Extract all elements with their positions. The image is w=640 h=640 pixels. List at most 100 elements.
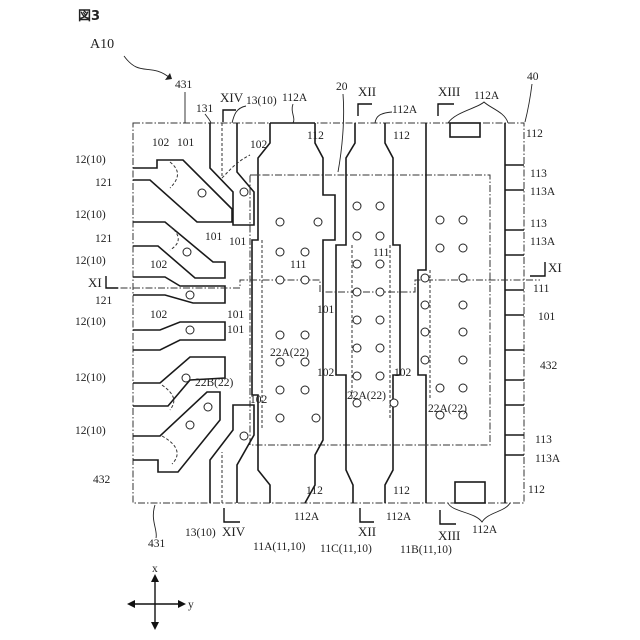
- assembly-label: A10: [90, 37, 114, 52]
- label-12-5: 12(10): [75, 372, 106, 384]
- section-arrow-xi-right: [530, 262, 545, 276]
- label-12-3: 12(10): [75, 255, 106, 267]
- leader-112A-b3: [448, 503, 510, 522]
- label-22A-3: 22A(22): [428, 403, 467, 415]
- leader-20: [338, 94, 344, 172]
- left-lead-1: [133, 160, 232, 222]
- section-arrow-xii-bottom: [360, 508, 374, 522]
- leader-112A-1: [292, 104, 294, 123]
- label-432-right: 432: [540, 360, 558, 372]
- section-arrow-xiii-bottom: [440, 510, 456, 524]
- bent-portion-102: [162, 436, 177, 464]
- label-121-1: 121: [95, 177, 113, 189]
- left-leads: [133, 160, 232, 472]
- label-131: 131: [196, 103, 214, 115]
- label-111-b: 111: [373, 247, 390, 259]
- lead-11C-right-edge: [385, 123, 400, 503]
- left-lead-4: [133, 322, 225, 350]
- lead-13-bottom: [210, 405, 254, 503]
- label-121-2: 121: [95, 233, 113, 245]
- label-113-3: 113: [535, 434, 552, 446]
- section-arrow-xiii-top: [438, 104, 454, 116]
- section-label-xii-bottom: XII: [358, 524, 376, 539]
- leader-13-top: [232, 106, 246, 123]
- lead-11A-left-edge: [252, 123, 270, 503]
- label-11C: 11C(11,10): [320, 543, 372, 555]
- label-102-b: 102: [150, 309, 168, 321]
- section-arrow-xii-top: [358, 104, 372, 116]
- label-432-left: 432: [93, 474, 111, 486]
- lead-11B-top-notch: [450, 123, 480, 137]
- label-12-2: 12(10): [75, 209, 106, 221]
- label-112A-b2: 112A: [386, 511, 412, 523]
- label-121-3: 121: [95, 295, 113, 307]
- section-arrow-xi-left: [106, 276, 118, 288]
- label-113-2: 113: [530, 218, 547, 230]
- label-112-11C-top: 112: [393, 130, 410, 142]
- label-102: 102: [152, 137, 170, 149]
- label-102-center-1: 102: [317, 367, 335, 379]
- axis-indicator: x y: [127, 563, 194, 630]
- label-101-d: 101: [227, 324, 245, 336]
- label-112A-b3: 112A: [472, 524, 498, 536]
- leader-131: [205, 114, 211, 123]
- via-hole: [240, 432, 248, 440]
- label-102-a: 102: [150, 259, 168, 271]
- section-label-xiv-bottom: XIV: [222, 524, 246, 539]
- axis-arrowheads: [127, 574, 186, 630]
- via-hole: [183, 248, 191, 256]
- axis-label-x: x: [152, 563, 158, 575]
- lead-11B: [418, 123, 524, 503]
- leader-40: [525, 84, 532, 122]
- label-102-center-2: 102: [394, 367, 412, 379]
- label-12-6: 12(10): [75, 425, 106, 437]
- bent-portion-102: [170, 226, 178, 250]
- figure-title: 図3: [78, 9, 100, 24]
- assembly-leader: [124, 56, 170, 78]
- label-101-a: 101: [205, 231, 223, 243]
- section-label-xi-right: XI: [548, 260, 562, 275]
- label-112-11A-top: 112: [307, 130, 324, 142]
- lead-11C: [336, 123, 400, 503]
- bent-portion-102: [222, 123, 250, 178]
- label-113-1: 113: [530, 168, 547, 180]
- label-101-center: 101: [317, 304, 335, 316]
- via-holes-22A: [276, 202, 467, 422]
- via-hole: [182, 374, 190, 382]
- label-22A-2: 22A(22): [347, 390, 386, 402]
- label-112-11C-bottom: 112: [393, 485, 410, 497]
- label-101-b: 101: [229, 236, 247, 248]
- leader-112A-3: [448, 102, 508, 123]
- lead-11B-notches: [505, 165, 524, 455]
- section-label-xiii-bottom: XIII: [438, 528, 460, 543]
- section-arrow-xiv-bottom: [224, 508, 240, 522]
- label-12-1: 12(10): [75, 154, 106, 166]
- label-112-11A-bottom: 112: [306, 485, 323, 497]
- via-hole: [240, 188, 248, 196]
- lead-11B-bottom-notch: [455, 482, 485, 503]
- leader-431-bottom: [153, 505, 156, 538]
- section-label-xi-left: XI: [88, 275, 102, 290]
- label-11A: 11A(11,10): [253, 541, 306, 553]
- via-hole: [204, 403, 212, 411]
- bent-portion-102: [170, 162, 178, 188]
- label-22A-1: 22A(22): [270, 347, 309, 359]
- label-111-right: 111: [533, 283, 550, 295]
- section-label-xiii-top: XIII: [438, 84, 460, 99]
- label-112A-1: 112A: [282, 92, 308, 104]
- label-112A-b1: 112A: [294, 511, 320, 523]
- label-102-c: 102: [250, 394, 268, 406]
- label-13-top: 13(10): [246, 95, 277, 107]
- label-22B: 22B(22): [195, 377, 234, 389]
- label-13-bottom: 13(10): [185, 527, 216, 539]
- assembly-arrowhead: [165, 73, 172, 80]
- label-113A-3: 113A: [535, 453, 561, 465]
- label-112A-2: 112A: [392, 104, 418, 116]
- leader-112A-2: [375, 112, 392, 123]
- left-lead-3: [133, 277, 225, 303]
- label-113A-1: 113A: [530, 186, 556, 198]
- lead-11B-left-edge: [418, 123, 426, 503]
- section-label-xiv-top: XIV: [220, 90, 244, 105]
- label-431-bottom: 431: [148, 538, 166, 550]
